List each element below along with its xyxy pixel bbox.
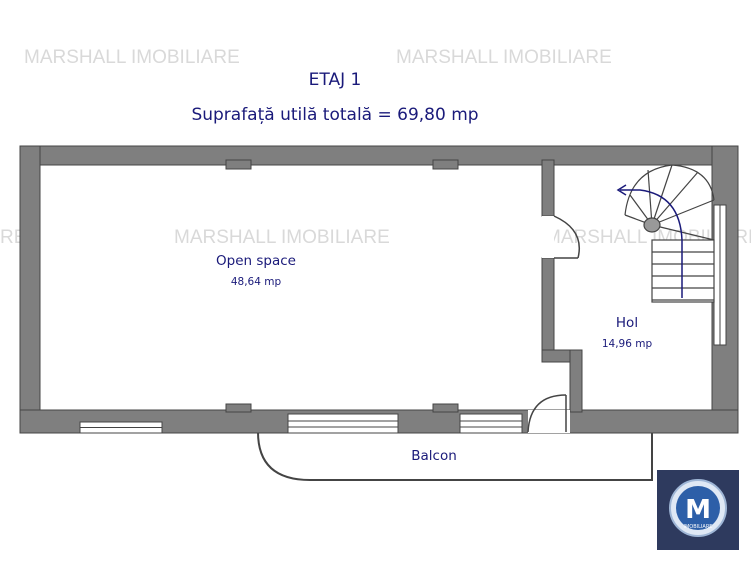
floor-title: ETAJ 1 [309,70,362,90]
logo-letter: M [685,495,711,525]
logo-text: IMOBILIARE [684,524,713,530]
windows [79,204,727,434]
watermark: MARSHALL IMOBILIARE [174,227,390,248]
walls [19,145,739,434]
total-area-label: Suprafață utilă totală = 69,80 mp [191,105,478,125]
room-name-hol: Hol [616,315,638,331]
company-logo: M IMOBILIARE [657,470,739,550]
watermark: MARSHALL IMOBILIARE [24,47,240,68]
balcony-outline [257,431,653,481]
doors [527,215,580,433]
room-area-open-space: 48,64 mp [231,276,282,288]
watermark: MARSHALL IMOBILIARE [396,47,612,68]
room-name-balcon: Balcon [411,448,457,464]
room-name-open-space: Open space [216,253,296,269]
staircase [616,164,715,303]
room-area-hol: 14,96 mp [602,338,653,350]
